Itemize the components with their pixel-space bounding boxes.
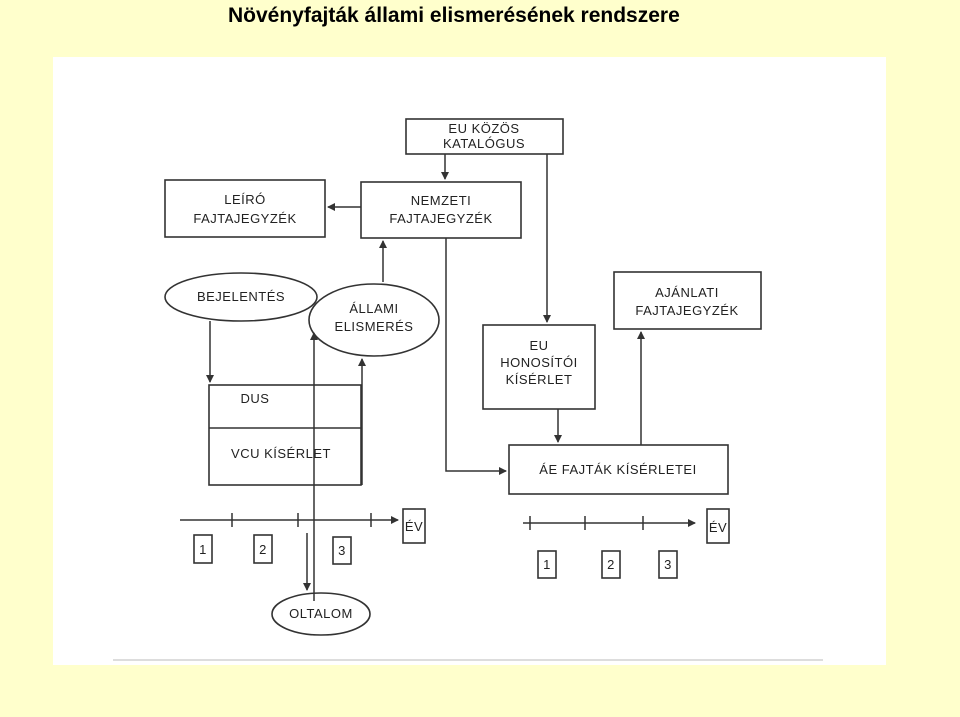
application-node: BEJELENTÉS	[164, 272, 318, 322]
recommended-list-line1: AJÁNLATI	[655, 285, 719, 300]
dus-vcu-node: DUS VCU KÍSÉRLET	[208, 384, 362, 486]
timeline-left-year-2: 2	[259, 542, 267, 557]
state-recognition-line2: ELISMERÉS	[335, 319, 414, 334]
state-recognition-line1: ÁLLAMI	[349, 301, 398, 316]
recommended-list-line2: FAJTAJEGYZÉK	[635, 303, 738, 318]
eu-acclimatisation-trial-node: EU HONOSÍTÓI KÍSÉRLET	[482, 324, 596, 410]
descriptive-variety-list-node: LEÍRÓ FAJTAJEGYZÉK	[164, 179, 326, 238]
timeline-left-year-1: 1	[199, 542, 207, 557]
national-list-line1: NEMZETI	[411, 193, 472, 208]
timeline-left: ÉV 1 2 3	[180, 508, 426, 565]
national-variety-list-node: NEMZETI FAJTAJEGYZÉK	[360, 181, 522, 239]
protection-label: OLTALOM	[289, 606, 353, 621]
eu-common-catalogue-line2: KATALÓGUS	[443, 136, 525, 151]
timeline-right-year-3: 3	[664, 557, 672, 572]
vcu-trial-label: VCU KÍSÉRLET	[231, 446, 331, 461]
eu-trial-line3: KÍSÉRLET	[506, 372, 573, 387]
protection-node: OLTALOM	[271, 592, 371, 636]
timeline-right-axis-label: ÉV	[709, 520, 727, 535]
dus-label: DUS	[241, 391, 270, 406]
eu-trial-line1: EU	[529, 338, 548, 353]
national-list-line2: FAJTAJEGYZÉK	[389, 211, 492, 226]
timeline-right: ÉV 1 2 3	[523, 508, 730, 579]
descriptive-list-line1: LEÍRÓ	[224, 192, 266, 207]
state-recognition-node: ÁLLAMI ELISMERÉS	[308, 283, 440, 357]
descriptive-list-line2: FAJTAJEGYZÉK	[193, 211, 296, 226]
diagram-scan: EU KÖZÖS KATALÓGUS LEÍRÓ FAJTAJEGYZÉK NE…	[53, 57, 886, 665]
recommended-variety-list-node: AJÁNLATI FAJTAJEGYZÉK	[613, 271, 762, 330]
timeline-left-year-3: 3	[338, 543, 346, 558]
application-label: BEJELENTÉS	[197, 289, 285, 304]
timeline-right-year-2: 2	[607, 557, 615, 572]
timeline-left-axis-label: ÉV	[405, 519, 423, 534]
eu-trial-line2: HONOSÍTÓI	[500, 355, 577, 370]
eu-common-catalogue-node: EU KÖZÖS KATALÓGUS	[405, 118, 564, 155]
ae-variety-trials-node: ÁE FAJTÁK KÍSÉRLETEI	[508, 444, 729, 495]
timeline-right-year-1: 1	[543, 557, 551, 572]
flow-diagram: EU KÖZÖS KATALÓGUS LEÍRÓ FAJTAJEGYZÉK NE…	[113, 118, 823, 661]
arrow-national-to-ae-trials	[445, 238, 507, 475]
ae-trials-label: ÁE FAJTÁK KÍSÉRLETEI	[539, 462, 696, 477]
slide-title: Növényfajták állami elismerésének rendsz…	[228, 4, 680, 27]
eu-common-catalogue-line1: EU KÖZÖS	[448, 121, 519, 136]
